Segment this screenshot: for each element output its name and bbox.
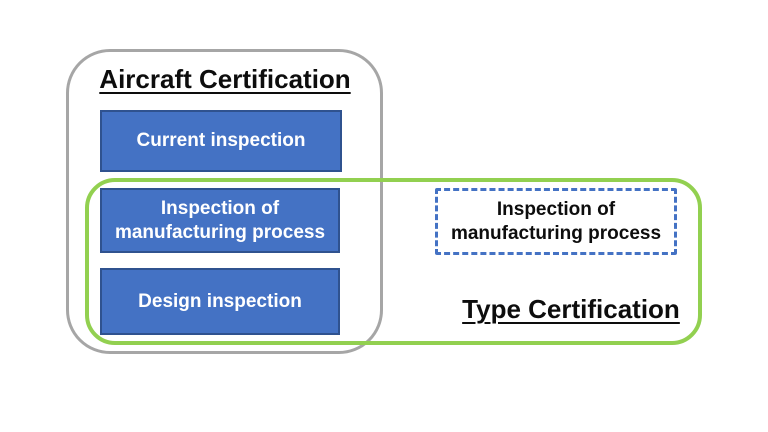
- manufacturing-process-dashed-box: Inspection of manufacturing process: [435, 188, 677, 255]
- manufacturing-process-inspection-box: Inspection of manufacturing process: [100, 188, 340, 253]
- aircraft-certification-outline: [66, 49, 383, 354]
- type-certification-outline: [85, 178, 702, 345]
- type-certification-title: Type Certification: [462, 294, 680, 324]
- current-inspection-box: Current inspection: [100, 110, 342, 172]
- aircraft-certification-title: Aircraft Certification: [99, 64, 351, 94]
- design-inspection-box: Design inspection: [100, 268, 340, 335]
